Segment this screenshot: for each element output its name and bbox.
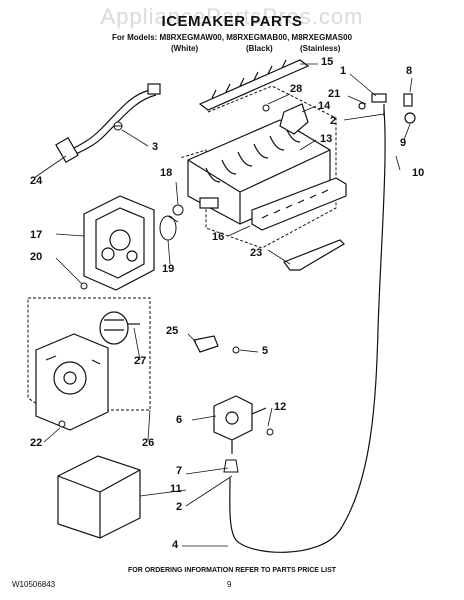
callout-24: 24: [30, 175, 43, 187]
document-number: W10506843: [12, 580, 56, 589]
page-number: 9: [227, 580, 232, 589]
fill-tube-fittings: [358, 93, 416, 124]
ejector-arm-part: [198, 59, 310, 111]
insulation-pad-part: [57, 455, 141, 539]
callout-4: 4: [172, 539, 179, 551]
variant-black: (Black): [246, 44, 273, 53]
callout-5: 5: [262, 345, 269, 357]
watermark-text: AppliancePartsPros.com: [100, 4, 364, 29]
callout-1: 1: [340, 65, 347, 77]
screw-12-part: [266, 428, 274, 436]
wire-harness-part: [55, 83, 161, 163]
callout-11: 11: [170, 483, 182, 495]
variant-white: (White): [171, 44, 199, 53]
callout-10: 10: [412, 167, 425, 179]
motor-27-part: [99, 311, 140, 345]
callout-14: 14: [318, 100, 331, 112]
variant-stainless: (Stainless): [300, 44, 341, 53]
control-housing-part: [83, 195, 155, 291]
callout-22: 22: [30, 437, 43, 449]
water-valve-part: [213, 395, 267, 454]
leader-lines: [33, 63, 413, 547]
callout-28: 28: [290, 83, 303, 95]
bracket-14-part: [279, 103, 309, 135]
icemaker-dashed-outline: [179, 85, 337, 249]
screw-5-part: [232, 346, 240, 354]
clip-25-part: [193, 335, 219, 353]
callout-18: 18: [160, 167, 173, 179]
callout-2-top: 2: [330, 115, 337, 127]
models-line: For Models: M8RXEGMAW00, M8RXEGMAB00, M8…: [111, 33, 353, 42]
callout-20: 20: [30, 251, 43, 263]
control-module-part: [35, 333, 109, 431]
fitting-7-part: [223, 459, 239, 473]
callout-21: 21: [328, 88, 341, 100]
callout-2-bottom: 2: [176, 501, 183, 513]
screw-3-part: [113, 121, 123, 131]
shroud-16-part: [251, 177, 347, 231]
callout-16: 16: [212, 231, 225, 243]
variant-labels: (White) (Black) (Stainless): [0, 44, 464, 54]
control-dashed-outline: [27, 297, 151, 411]
callout-7: 7: [176, 465, 183, 477]
callout-6: 6: [176, 414, 183, 426]
callout-12: 12: [274, 401, 287, 413]
callout-27: 27: [134, 355, 147, 367]
callout-13: 13: [320, 133, 333, 145]
screw-20-part: [80, 282, 88, 290]
callout-19: 19: [162, 263, 175, 275]
callout-26: 26: [142, 437, 155, 449]
callout-15: 15: [321, 56, 334, 68]
screw-28-part: [262, 104, 270, 112]
page-title: ICEMAKER PARTS: [161, 13, 303, 30]
screw-22-part: [58, 420, 66, 428]
callout-3: 3: [152, 141, 159, 153]
callout-8: 8: [406, 65, 413, 77]
callout-9: 9: [400, 137, 407, 149]
part-19: [159, 215, 179, 241]
callout-17: 17: [30, 229, 43, 241]
water-tube-part: [229, 109, 386, 553]
callout-25: 25: [166, 325, 179, 337]
shutoff-arm-part: [283, 239, 345, 271]
callout-23: 23: [250, 247, 263, 259]
ordering-note: FOR ORDERING INFORMATION REFER TO PARTS …: [128, 567, 337, 574]
part-18: [172, 204, 184, 216]
